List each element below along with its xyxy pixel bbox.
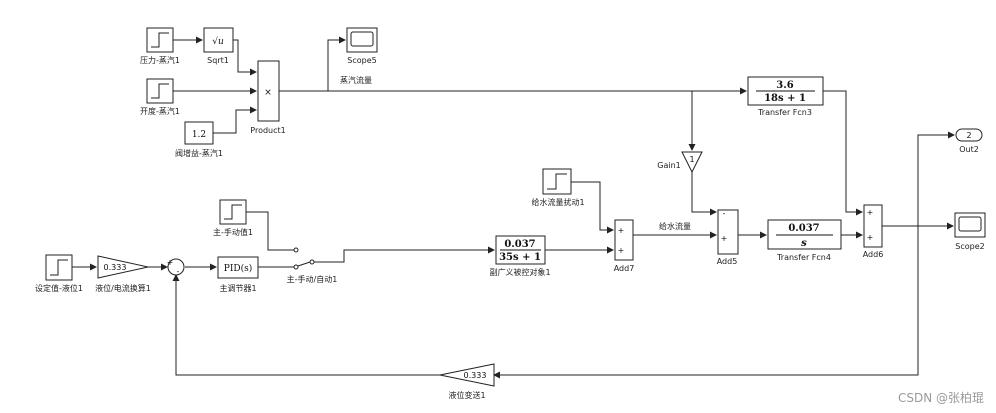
add6-block[interactable]: + + Add6 — [863, 204, 884, 259]
step-water-disturbance-block[interactable]: 给水流量扰动1 — [531, 168, 585, 207]
wire-tf3-add6[interactable] — [823, 90, 863, 216]
gain-feedback-label: 液位变送1 — [448, 390, 485, 400]
gain-convert-label: 液位/电流换算1 — [95, 283, 151, 293]
gain-convert-value: 0.333 — [104, 263, 127, 272]
svg-text:+: + — [167, 258, 174, 267]
plant-label: 副广义被控对象1 — [489, 267, 550, 277]
svg-text:+: + — [867, 208, 874, 217]
plant-transfer-fcn-block[interactable]: 0.037 35s + 1 副广义被控对象1 — [489, 235, 551, 277]
constant-label: 阀增益-蒸汽1 — [175, 148, 223, 158]
scope2-label: Scope2 — [955, 242, 984, 251]
product-block[interactable]: × Product1 — [250, 60, 286, 135]
sqrt-symbol: √u — [212, 36, 224, 47]
step-manual-label: 主-手动值1 — [213, 227, 253, 237]
water-flow-label: 给水流量 — [659, 221, 691, 231]
tf4-numerator: 0.037 — [788, 223, 819, 234]
gain-convert-block[interactable]: 0.333 液位/电流换算1 — [95, 255, 151, 293]
out2-port[interactable]: 2 Out2 — [955, 128, 983, 154]
wire-feedback-down[interactable] — [493, 226, 919, 379]
manual-switch-block[interactable]: 主-手动/自动1 — [287, 247, 338, 284]
gain1-value: 1 — [689, 155, 694, 164]
pid-symbol: PID(s) — [224, 263, 252, 274]
wire-gain1-add5[interactable] — [691, 172, 717, 216]
gain1-label: Gain1 — [657, 161, 680, 170]
sum-block[interactable]: + - — [167, 258, 185, 276]
out2-label: Out2 — [959, 145, 979, 154]
add5-label: Add5 — [717, 257, 738, 266]
wire-node-out2[interactable] — [917, 131, 955, 226]
step-water-disturbance-label: 给水流量扰动1 — [531, 197, 584, 207]
watermark: CSDN @张柏琨 — [898, 390, 984, 405]
plant-numerator: 0.037 — [504, 239, 535, 250]
scope5-label: Scope5 — [347, 56, 376, 65]
signal-lines — [72, 36, 955, 379]
wire-sqrt-product[interactable] — [233, 39, 257, 76]
svg-text:+: + — [867, 233, 874, 242]
svg-text:-: - — [177, 267, 180, 276]
tf4-denominator: s — [801, 238, 807, 249]
sqrt-label: Sqrt1 — [207, 56, 229, 65]
step-opening-label: 开度-蒸汽1 — [140, 106, 180, 116]
sqrt-block[interactable]: √u Sqrt1 — [203, 27, 234, 65]
wire-manual-switch[interactable] — [246, 211, 294, 251]
svg-text:+: + — [618, 226, 625, 235]
wire-disturb-add7[interactable] — [571, 181, 614, 234]
gain-feedback-value: 0.333 — [464, 371, 487, 380]
svg-text:+: + — [618, 246, 625, 255]
add6-label: Add6 — [863, 250, 884, 259]
constant-value: 1.2 — [192, 130, 206, 140]
transfer-fcn4-block[interactable]: 0.037 s Transfer Fcn4 — [767, 219, 842, 262]
step-pressure-label: 压力-蒸汽1 — [140, 55, 180, 65]
gain-feedback-block[interactable]: 0.333 液位变送1 — [439, 363, 495, 400]
product-label: Product1 — [250, 126, 285, 135]
tf4-label: Transfer Fcn4 — [776, 253, 831, 262]
scope5-block[interactable]: Scope5 — [346, 27, 378, 65]
tf3-denominator: 18s + 1 — [764, 93, 806, 104]
pid-label: 主调节器1 — [219, 283, 256, 293]
out2-value: 2 — [966, 131, 971, 140]
constant-gain-block[interactable]: 1.2 阀增益-蒸汽1 — [175, 121, 223, 158]
gain1-block[interactable]: 1 Gain1 — [657, 151, 703, 174]
svg-text:+: + — [721, 234, 728, 243]
step-setpoint-block[interactable]: 设定值-液位1 — [35, 254, 83, 293]
wire-feedback-sum[interactable] — [172, 274, 440, 376]
step-manual-block[interactable]: 主-手动值1 — [213, 199, 253, 237]
svg-text:-: - — [723, 209, 726, 218]
add5-block[interactable]: - + Add5 — [717, 209, 739, 266]
product-symbol: × — [264, 88, 272, 98]
scope2-block[interactable]: Scope2 — [954, 212, 986, 251]
tf3-numerator: 3.6 — [776, 80, 793, 91]
add7-label: Add7 — [614, 264, 635, 273]
transfer-fcn3-block[interactable]: 3.6 18s + 1 Transfer Fcn3 — [747, 76, 824, 117]
switch-label: 主-手动/自动1 — [287, 274, 338, 284]
plant-denominator: 35s + 1 — [499, 252, 541, 263]
step-opening-block[interactable]: 开度-蒸汽1 — [140, 78, 180, 116]
pid-controller-block[interactable]: PID(s) 主调节器1 — [217, 256, 259, 293]
steam-flow-label: 蒸汽流量 — [340, 75, 372, 85]
tf3-label: Transfer Fcn3 — [757, 108, 812, 117]
wire-const-product[interactable] — [213, 106, 257, 134]
step-pressure-block[interactable]: 压力-蒸汽1 — [140, 27, 180, 65]
step-setpoint-label: 设定值-液位1 — [35, 283, 83, 293]
wire-branch-scope5[interactable] — [327, 36, 346, 91]
wire-switch-plant[interactable] — [314, 246, 495, 263]
add7-block[interactable]: + + Add7 — [614, 219, 635, 273]
